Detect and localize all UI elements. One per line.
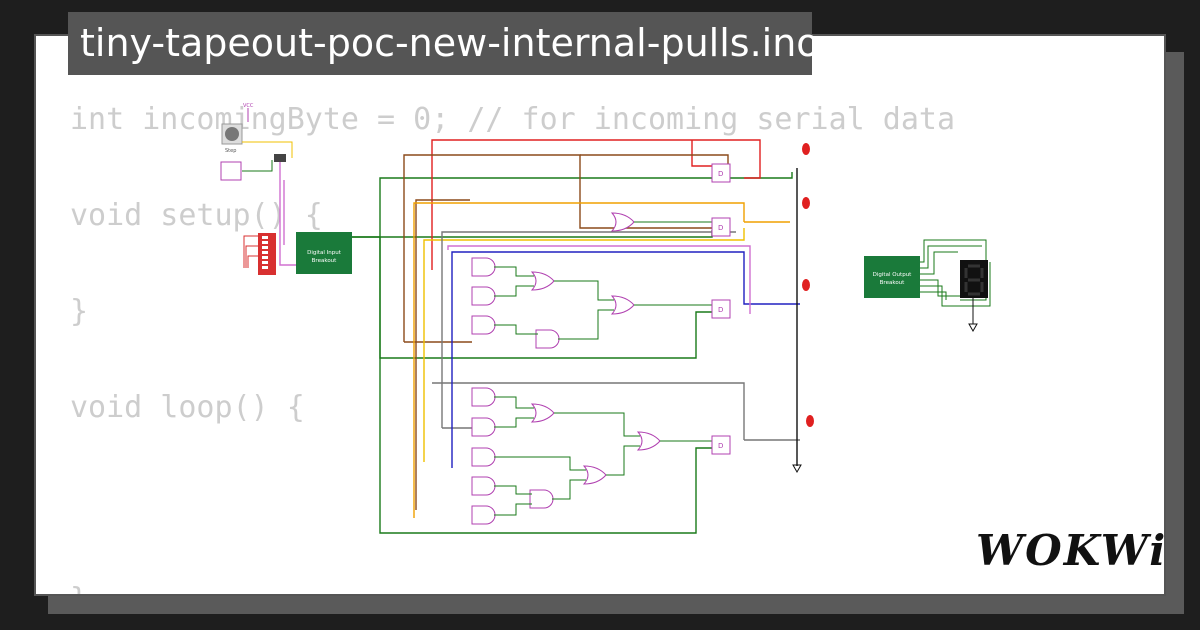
flipflop-label: D — [718, 442, 723, 450]
digital-input-breakout[interactable]: Digital Input Breakout — [296, 232, 352, 274]
code-line: void setup() { — [70, 198, 323, 233]
code-line: } — [70, 582, 88, 594]
flip-flops[interactable] — [711, 163, 731, 455]
flipflop-label: D — [718, 170, 723, 178]
svg-text:Breakout: Breakout — [312, 258, 338, 264]
led-indicators[interactable] — [802, 143, 814, 427]
logo-text: WOKWi — [976, 526, 1168, 575]
wokwi-logo[interactable]: WOKWi — [976, 526, 1167, 575]
clock-generator[interactable] — [220, 161, 242, 181]
svg-text:Digital Input: Digital Input — [307, 250, 342, 256]
flipflop-label: D — [718, 306, 723, 314]
digital-output-breakout[interactable]: Digital Output Breakout — [864, 256, 920, 298]
code-line: int incomingByte = 0; // for incoming se… — [70, 102, 956, 137]
seven-segment-display[interactable] — [960, 260, 988, 298]
project-title[interactable]: tiny-tapeout-poc-new-internal-pulls.ino — [68, 12, 820, 75]
code-line: void loop() { — [70, 390, 305, 425]
pushbutton[interactable]: Step — [221, 123, 243, 154]
svg-text:Digital Output: Digital Output — [873, 272, 913, 278]
code-line: } — [70, 294, 89, 329]
pushbutton-label: Step — [225, 148, 236, 154]
svg-text:VCC: VCC — [243, 103, 254, 109]
ground-symbol — [968, 323, 978, 333]
ground-symbol — [792, 464, 802, 474]
flipflop-label: D — [718, 224, 723, 232]
logic-gates[interactable] — [471, 212, 661, 525]
vcc-symbol: VCC — [243, 103, 254, 122]
code-background: int incomingByte = 0; // for incoming se… — [70, 96, 956, 594]
dip-switch[interactable] — [243, 233, 276, 275]
svg-text:Breakout: Breakout — [880, 280, 906, 286]
slide-switch[interactable] — [274, 154, 286, 162]
